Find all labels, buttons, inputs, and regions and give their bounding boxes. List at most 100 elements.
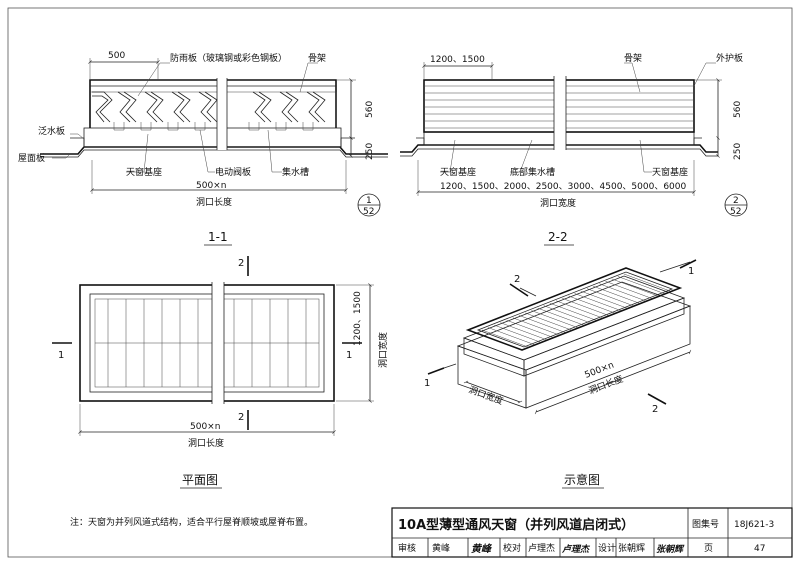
- s2-cover-label: 外护板: [716, 52, 743, 64]
- s2-frame-label: 骨架: [624, 53, 642, 64]
- louver-blade: [144, 91, 158, 123]
- iso-cut-2-bottom: 2: [652, 404, 658, 415]
- s1-dim-base-height: 250: [365, 143, 375, 160]
- s1-dim-height: 560: [365, 101, 375, 118]
- iso-louver: [574, 293, 621, 311]
- s1-flashing-label: 泛水板: [38, 125, 65, 137]
- titleblock-page-label: 页: [704, 543, 713, 554]
- plan-dim-length: 500×n: [190, 422, 220, 432]
- louver-blade: [285, 91, 299, 123]
- gutter-tray: [167, 122, 179, 131]
- iso-louver: [506, 320, 553, 338]
- sheet-border: [7, 7, 793, 558]
- iso-louver: [580, 290, 627, 309]
- section-2-2-drawing: [400, 62, 722, 196]
- louver-blade: [312, 91, 326, 123]
- louver-blade: [177, 91, 191, 123]
- iso-louver: [617, 276, 664, 294]
- s2-base-right-label: 天窗基座: [652, 166, 688, 178]
- s2-width-label: 洞口宽度: [540, 197, 576, 209]
- iso-louver: [525, 312, 572, 331]
- plan-cut-left: 1: [58, 350, 64, 361]
- s2-title: 2-2: [548, 230, 568, 244]
- s1-ref-num: 1: [366, 196, 372, 206]
- s1-length-label: 洞口长度: [196, 196, 232, 208]
- iso-louver: [481, 329, 529, 348]
- iso-louver: [518, 315, 566, 333]
- iso-cut-1-top: 1: [688, 266, 694, 277]
- iso-width-label: 洞口宽度: [467, 384, 505, 408]
- louver-blade: [198, 91, 212, 123]
- titleblock-atlas-no: 18J621-3: [734, 520, 774, 530]
- plan-drawing: [52, 256, 374, 436]
- note-text: 注：天窗为并列风道式结构，适合平行屋脊顺坡或屋脊布置。: [70, 516, 313, 528]
- louver-blade: [258, 91, 272, 123]
- s2-ref-num: 2: [733, 196, 739, 206]
- louver-blade: [117, 91, 131, 123]
- iso-cut-2-top: 2: [514, 274, 520, 285]
- gutter-tray: [302, 122, 314, 131]
- iso-louver: [605, 281, 652, 299]
- plan-cut-top: 2: [238, 258, 244, 269]
- title-block: 10A型薄型通风天窗（并列风道启闭式） 图集号 18J621-3 审核 黄峰 黄…: [391, 507, 793, 558]
- section-2-2-labels: 1200、1500 骨架 外护板 天窗基座 底部集水槽 天窗基座 560 250…: [430, 52, 748, 246]
- iso-louver: [531, 310, 578, 328]
- s1-title: 1-1: [208, 230, 228, 244]
- iso-louver: [494, 324, 541, 343]
- s2-dim-height: 560: [733, 101, 743, 118]
- section-1-1-labels: 500 防雨板（玻璃钢或彩色钢板） 骨架 泛水板 屋面板 天窗基座 电动阀板 集…: [18, 51, 381, 246]
- plan-width-label: 洞口宽度: [377, 332, 389, 368]
- plan-cut-right: 1: [346, 350, 352, 361]
- s2-bottom-gutter-label: 底部集水槽: [510, 166, 555, 178]
- gutter-tray: [248, 122, 260, 131]
- s2-dim-base-height: 250: [733, 143, 743, 160]
- titleblock-check-signature: 卢理杰: [561, 544, 591, 555]
- s2-ref-den: 52: [730, 207, 741, 217]
- s1-damper-label: 电动阀板: [215, 166, 251, 178]
- gutter-tray: [140, 122, 152, 131]
- titleblock-review-label: 审核: [398, 542, 416, 554]
- s2-dim-width: 1200、1500、2000、2500、3000、4500、5000、6000: [440, 182, 687, 192]
- iso-louver: [556, 300, 603, 319]
- s2-dim-top: 1200、1500: [430, 55, 485, 65]
- iso-louver: [593, 285, 640, 304]
- gutter-tray: [194, 122, 206, 131]
- iso-louver: [586, 288, 634, 306]
- iso-title: 示意图: [564, 472, 600, 487]
- iso-louver: [549, 302, 596, 321]
- titleblock-design-signature: 张朝辉: [656, 544, 685, 555]
- louver-blade: [306, 91, 320, 123]
- iso-cut-1-left: 1: [424, 378, 430, 389]
- iso-louver: [611, 278, 658, 297]
- louver-blade: [123, 91, 137, 123]
- section-1-1-drawing: [40, 58, 388, 194]
- gutter-tray: [113, 122, 125, 131]
- iso-louver: [562, 298, 609, 316]
- plan-cut-bottom: 2: [238, 412, 244, 423]
- iso-louver: [488, 327, 535, 345]
- gutter-tray: [275, 122, 287, 131]
- isometric-drawing: [427, 259, 697, 415]
- titleblock-review-signature: 黄峰: [471, 543, 493, 555]
- louver-blade: [150, 91, 164, 123]
- iso-louver: [537, 307, 584, 326]
- titleblock-check-label: 校对: [503, 542, 521, 554]
- s1-roof-panel-label: 屋面板: [18, 152, 45, 164]
- plan-labels: 2 2 1 1 1200、1500 洞口宽度 500×n 洞口长度 平面图: [58, 258, 389, 489]
- louver-blade: [171, 91, 185, 123]
- s1-frame-label: 骨架: [308, 53, 326, 64]
- s1-rain-panel-label: 防雨板（玻璃钢或彩色钢板）: [170, 52, 287, 64]
- s1-dim-top: 500: [108, 51, 125, 61]
- louver-blade: [279, 91, 293, 123]
- titleblock-page-no: 47: [754, 544, 765, 554]
- titleblock-title: 10A型薄型通风天窗（并列风道启闭式）: [398, 517, 634, 533]
- s1-dim-length: 500×n: [196, 181, 226, 191]
- iso-louver: [623, 273, 671, 292]
- titleblock-design-name: 张朝辉: [618, 543, 645, 554]
- isometric-labels: 2 1 1 2 洞口宽度 500×n 洞口长度 示意图: [424, 266, 694, 489]
- iso-louver: [568, 295, 615, 314]
- titleblock-review-name: 黄峰: [432, 542, 450, 554]
- louver-blade: [252, 91, 266, 123]
- s2-base-left-label: 天窗基座: [440, 166, 476, 178]
